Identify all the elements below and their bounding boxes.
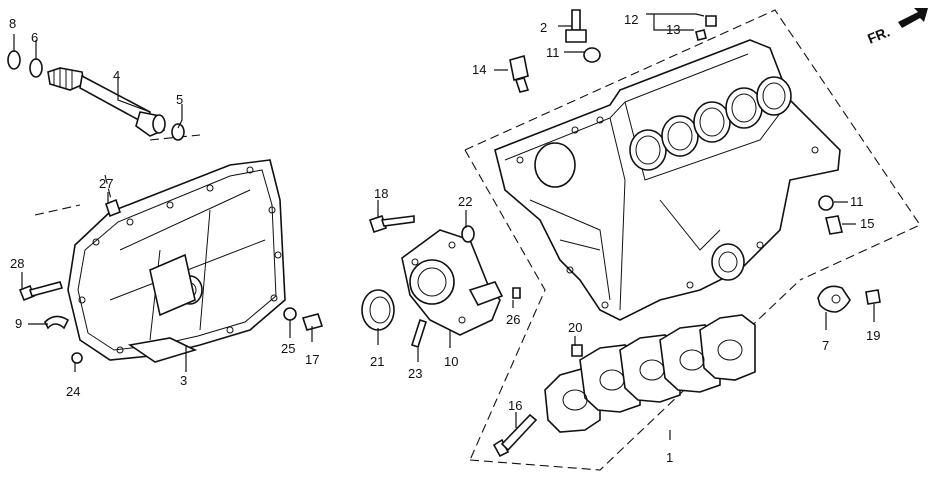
callout-11-top: 11: [546, 45, 560, 60]
cylinder-block-part: [494, 39, 841, 321]
bearing-caps-part: [492, 314, 756, 458]
callout-9: 9: [15, 316, 22, 331]
callout-17: 17: [305, 352, 319, 367]
small-fasteners-left: [18, 198, 324, 364]
callout-27: 27: [99, 176, 113, 191]
callout-4: 4: [113, 68, 120, 83]
callout-7: 7: [822, 338, 829, 353]
balancer-shaft-part: [7, 50, 185, 141]
front-direction-icon: FR.: [865, 8, 928, 47]
lower-case-part: [67, 159, 286, 363]
callout-2: 2: [540, 20, 547, 35]
callout-28: 28: [10, 256, 24, 271]
callout-21: 21: [370, 354, 384, 369]
callout-20: 20: [568, 320, 582, 335]
small-fasteners-right: [509, 9, 881, 313]
callout-3: 3: [180, 373, 187, 388]
callout-14: 14: [472, 62, 486, 77]
callout-11-right: 11: [850, 194, 864, 209]
callout-10: 10: [444, 354, 458, 369]
callout-18: 18: [374, 186, 388, 201]
callout-15: 15: [860, 216, 874, 231]
callout-leaders: [13, 13, 875, 440]
callout-25: 25: [281, 341, 295, 356]
callout-13: 13: [666, 22, 680, 37]
front-direction-label: FR.: [865, 23, 892, 46]
callout-12: 12: [624, 12, 638, 27]
callout-19: 19: [866, 328, 880, 343]
callout-5: 5: [176, 92, 183, 107]
callout-16: 16: [508, 398, 522, 413]
oil-pump-part: [361, 214, 521, 349]
callout-numbers: 1 2 3 4 5 6 7 8 9 10 11 11 12 13 14 15 1…: [9, 12, 880, 465]
callout-8: 8: [9, 16, 16, 31]
callout-22: 22: [458, 194, 472, 209]
callout-6: 6: [31, 30, 38, 45]
callout-26: 26: [506, 312, 520, 327]
callout-1: 1: [666, 450, 673, 465]
callout-24: 24: [66, 384, 80, 399]
callout-23: 23: [408, 366, 422, 381]
